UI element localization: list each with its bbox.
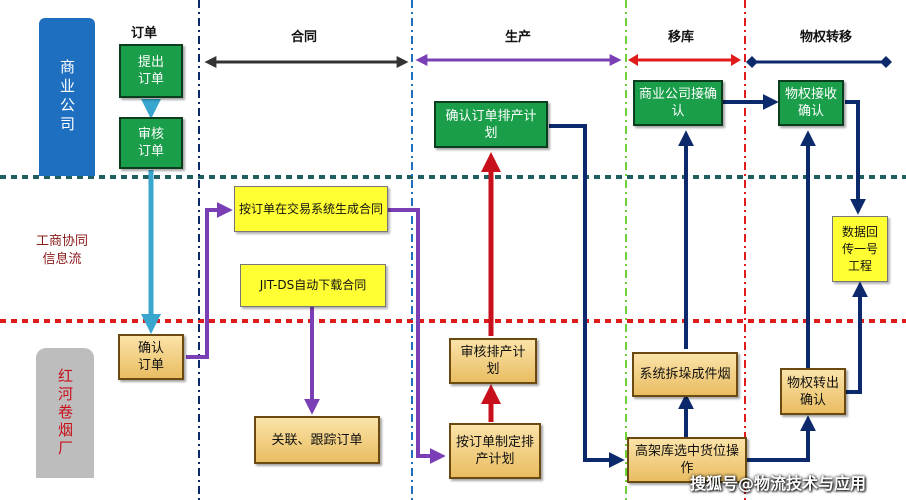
arrow-out-data xyxy=(846,281,868,394)
node-gen-contract[interactable]: 按订单在交易系统生成合同 xyxy=(234,186,388,232)
node-warehouse-pick[interactable]: 高架库选中货位操作 xyxy=(627,437,747,483)
node-data-return[interactable]: 数据回传一号工程 xyxy=(832,216,888,282)
arrow-confirm-contract xyxy=(186,202,233,359)
node-make-plan[interactable]: 按订单制定排产计划 xyxy=(449,423,541,479)
lane-factory: 红河卷烟厂 xyxy=(36,348,94,478)
phase-ownership: 物权转移 xyxy=(800,30,853,45)
lane-commercial: 商业公司 xyxy=(39,18,95,176)
lane-info: 工商协同 信息流 xyxy=(35,234,88,267)
phase-span-transfer-right xyxy=(731,54,741,66)
phase-span-transfer-left xyxy=(628,54,638,66)
phase-order: 订单 xyxy=(131,26,158,41)
node-commercial-receive[interactable]: 商业公司接确认 xyxy=(633,80,723,126)
node-jit-download[interactable]: JIT-DS自动下载合同 xyxy=(240,264,386,307)
watermark: 搜狐号@物流技术与应用 xyxy=(690,474,867,493)
arrow-contract-plan xyxy=(388,208,446,464)
node-confirm-order[interactable]: 确认订单 xyxy=(118,334,184,380)
node-confirm-plan[interactable]: 确认订单排产计划 xyxy=(434,101,548,148)
node-split-stack[interactable]: 系统拆垛成件烟 xyxy=(632,352,738,397)
arrow-plan-warehouse xyxy=(549,124,625,468)
node-ownership-receive[interactable]: 物权接收确认 xyxy=(778,80,844,126)
node-ownership-out[interactable]: 物权转出确认 xyxy=(780,368,846,415)
phase-contract: 合同 xyxy=(291,30,318,45)
arrow-receive-data xyxy=(845,100,866,215)
phase-production: 生产 xyxy=(505,30,532,45)
node-track-order[interactable]: 关联、跟踪订单 xyxy=(254,416,380,464)
node-review-order[interactable]: 审核订单 xyxy=(119,117,183,169)
phase-transfer: 移库 xyxy=(668,30,695,45)
arrow-warehouse-out xyxy=(747,415,816,462)
node-submit-order[interactable]: 提出订单 xyxy=(119,44,183,98)
node-review-plan[interactable]: 审核排产计划 xyxy=(449,338,537,384)
